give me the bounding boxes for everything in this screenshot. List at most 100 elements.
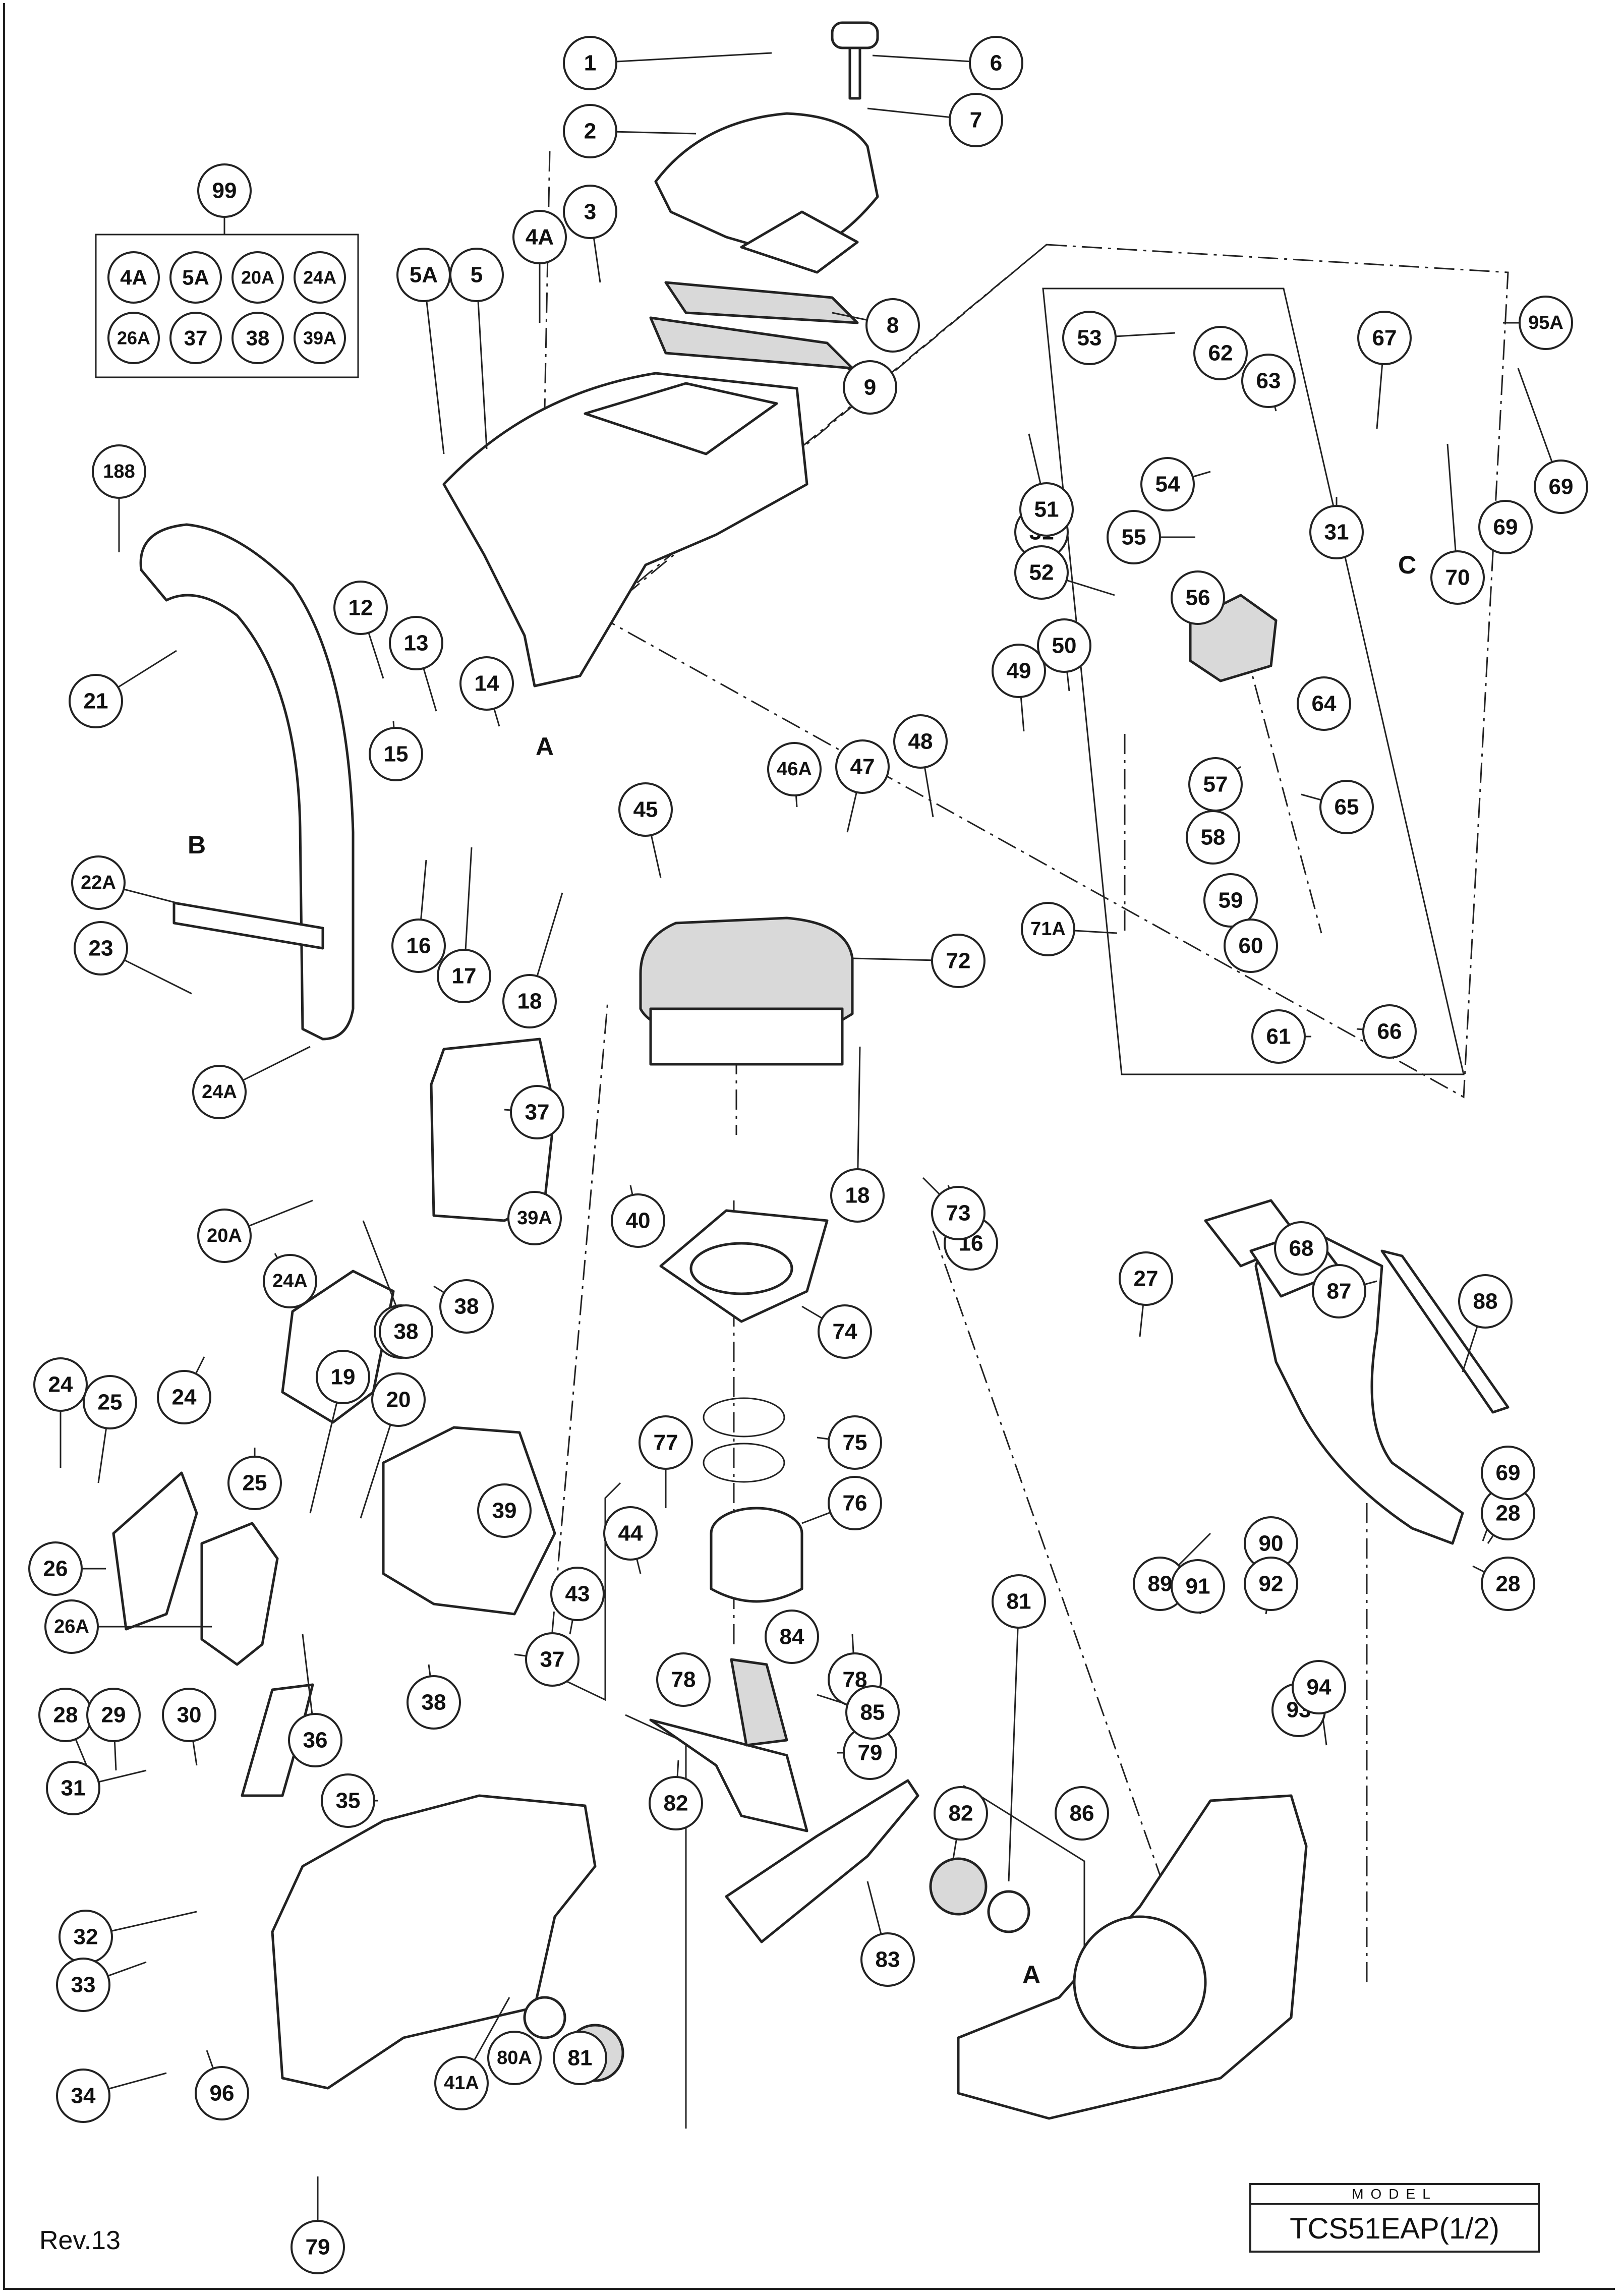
callout-circle <box>1224 919 1278 973</box>
callout-label: 39A <box>517 1208 552 1229</box>
callout-53: 53 <box>1062 311 1117 365</box>
callout-label: 5 <box>471 263 483 288</box>
callout-circle <box>169 251 222 304</box>
callout-label: 65 <box>1335 795 1359 820</box>
callout-label: 26A <box>117 328 150 349</box>
callout-label: 74 <box>833 1319 857 1344</box>
callout-circle <box>1119 1251 1173 1306</box>
callout-50: 50 <box>1037 618 1091 673</box>
callout-circle <box>611 1193 665 1248</box>
callout-circle <box>1019 482 1074 537</box>
callout-79: 79 <box>291 2220 345 2274</box>
callout-label: 81 <box>568 2046 593 2071</box>
callout-7: 7 <box>949 93 1003 147</box>
callout-circle <box>843 360 897 415</box>
callout-circle <box>512 210 567 264</box>
callout-circle <box>1107 510 1161 564</box>
kit-item-20a: 20A <box>231 251 284 304</box>
callout-label: 37 <box>184 326 208 350</box>
callout-label: 7 <box>970 108 982 133</box>
callout-circle <box>1534 460 1588 514</box>
callout-circle <box>407 1675 461 1730</box>
callout-circle <box>231 312 284 364</box>
callout-circle <box>1203 873 1258 928</box>
callout-label: 64 <box>1312 692 1337 716</box>
callout-84: 84 <box>765 1610 819 1664</box>
callout-6: 6 <box>969 36 1023 90</box>
callout-label: 25 <box>98 1390 123 1415</box>
callout-label: 35 <box>336 1789 361 1813</box>
callout-circle <box>992 644 1046 698</box>
callout-38: 38 <box>439 1279 494 1334</box>
callout-label: 54 <box>1155 472 1180 497</box>
callout-188: 188 <box>92 444 146 499</box>
callout-label: 23 <box>89 936 113 961</box>
callout-circle <box>1186 810 1240 865</box>
callout-26a: 26A <box>44 1599 99 1654</box>
callout-label: 49 <box>1007 659 1031 683</box>
callout-label: 60 <box>1239 934 1263 958</box>
callout-20: 20 <box>371 1372 426 1427</box>
callout-24a: 24A <box>263 1254 317 1308</box>
part-fuel-cap <box>831 21 879 100</box>
callout-35: 35 <box>321 1773 375 1828</box>
callout-label: 6 <box>990 51 1002 76</box>
part-bar-plate-90 <box>1380 1249 1510 1414</box>
callout-circle <box>291 2220 345 2274</box>
callout-label: 81 <box>1007 1589 1031 1614</box>
callout-24: 24 <box>157 1370 211 1424</box>
callout-label: 22A <box>81 872 116 893</box>
callout-19: 19 <box>316 1350 370 1404</box>
callout-label: 75 <box>843 1430 867 1455</box>
callout-label: 85 <box>860 1700 885 1725</box>
callout-13: 13 <box>389 616 443 670</box>
callout-71a: 71A <box>1021 902 1075 956</box>
callout-circle <box>1274 1221 1328 1276</box>
callout-label: 89 <box>1148 1572 1173 1596</box>
callout-label: 68 <box>1289 1236 1314 1261</box>
callout-circle <box>231 251 284 304</box>
callout-circle <box>92 444 146 499</box>
callout-circle <box>1241 354 1296 408</box>
callout-circle <box>449 248 504 302</box>
callout-label: 28 <box>1496 1501 1521 1526</box>
callout-circle <box>197 1209 252 1263</box>
callout-circle <box>1309 505 1364 559</box>
callout-49: 49 <box>992 644 1046 698</box>
callout-label: 59 <box>1219 888 1243 913</box>
callout-circle <box>1292 1660 1346 1714</box>
callout-circle <box>992 1574 1046 1629</box>
callout-label: 50 <box>1052 634 1077 658</box>
callout-label: 30 <box>177 1703 202 1728</box>
callout-label: 37 <box>540 1647 565 1672</box>
callout-circle <box>46 1761 100 1815</box>
callout-label: 29 <box>101 1703 126 1728</box>
callout-circle <box>192 1065 247 1119</box>
callout-label: 24 <box>48 1372 73 1397</box>
callout-31: 31 <box>1309 505 1364 559</box>
callout-label: 87 <box>1327 1279 1352 1304</box>
callout-54: 54 <box>1140 457 1195 511</box>
model-name: TCS51EAP(1/2) <box>1290 2212 1499 2245</box>
callout-57: 57 <box>1188 757 1243 812</box>
callout-28: 28 <box>1481 1557 1535 1611</box>
callout-circle <box>157 1370 211 1424</box>
callout-circle <box>195 2066 249 2120</box>
callout-circle <box>1021 902 1075 956</box>
callout-60: 60 <box>1224 919 1278 973</box>
callout-circle <box>893 714 948 769</box>
callout-label: 69 <box>1493 515 1518 540</box>
callout-36: 36 <box>288 1713 342 1767</box>
callout-circle <box>1062 311 1117 365</box>
callout-label: 38 <box>246 326 270 350</box>
callout-25: 25 <box>83 1375 137 1429</box>
kit-item-26a: 26A <box>107 312 160 364</box>
callout-label: 71A <box>1030 919 1066 940</box>
callout-circle <box>227 1456 282 1510</box>
callout-65: 65 <box>1319 780 1374 834</box>
callout-46a: 46A <box>767 742 822 796</box>
callout-69: 69 <box>1478 500 1533 554</box>
callout-70: 70 <box>1430 550 1485 605</box>
part-piston-rings <box>703 1397 785 1483</box>
kit-item-5a: 5A <box>169 251 222 304</box>
